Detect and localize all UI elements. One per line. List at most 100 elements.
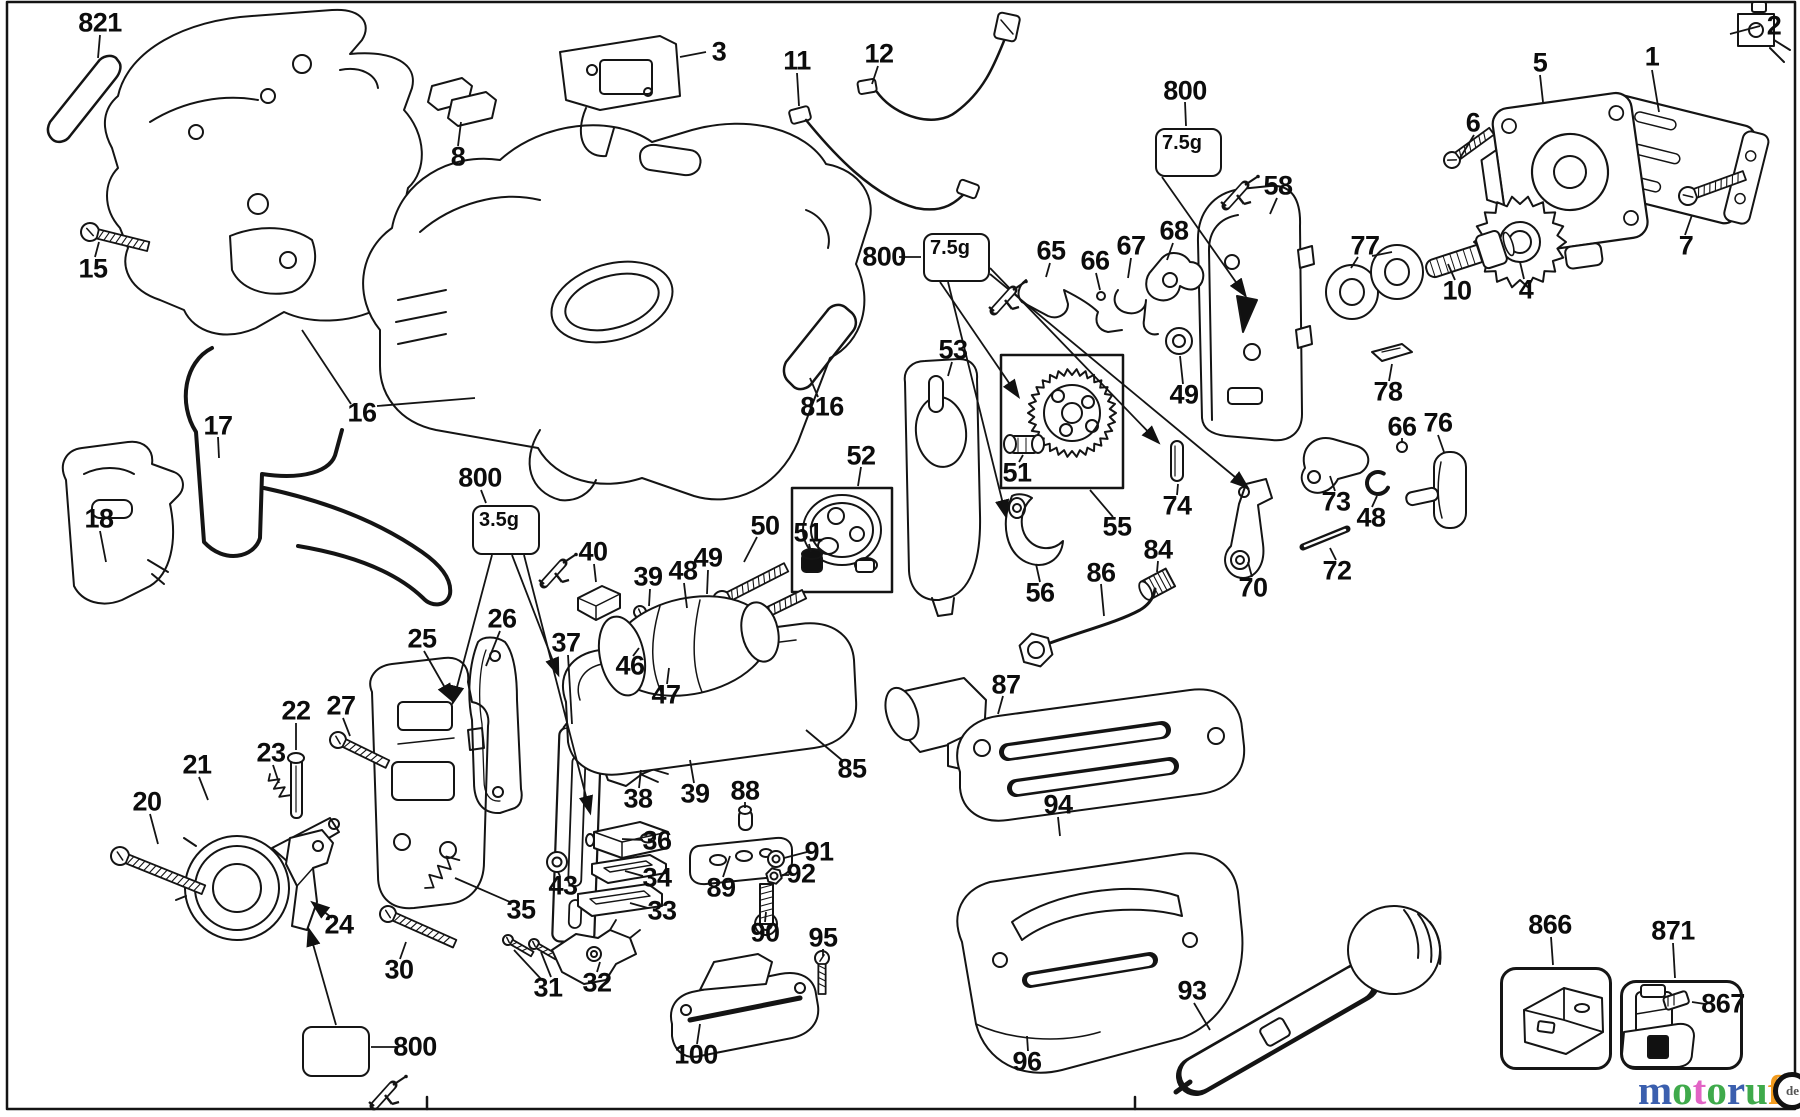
- leader-line: [871, 65, 879, 85]
- part-label-49: 49: [693, 542, 723, 573]
- pin-74: [1170, 440, 1184, 482]
- wire-terminal: [956, 178, 980, 200]
- part-line: [760, 884, 773, 889]
- part-detail: [771, 854, 781, 864]
- holder-detail: [83, 467, 135, 475]
- part-outline: [467, 727, 485, 751]
- grease-amount: 7.5g: [930, 237, 971, 259]
- leader-line: [97, 34, 101, 59]
- leader-line: [342, 717, 351, 737]
- leader-line: [1459, 134, 1475, 159]
- part-label-39: 39: [680, 778, 710, 809]
- leader-line: [679, 51, 707, 58]
- blower-cap-93: [1347, 905, 1441, 995]
- part-detail: [439, 841, 457, 859]
- leader-line: [632, 647, 640, 657]
- cable-86: [1048, 587, 1157, 645]
- part-label-821: 821: [78, 7, 122, 38]
- part-label-65: 65: [1036, 235, 1066, 266]
- bearing-77: [1384, 258, 1410, 286]
- part-label-871: 871: [1651, 915, 1695, 946]
- part-detail: [1574, 1003, 1590, 1013]
- part-label-1: 1: [1644, 41, 1660, 72]
- leader-line: [198, 776, 209, 801]
- part-label-50: 50: [750, 510, 780, 541]
- leader-line: [99, 530, 107, 563]
- lever-65: [1017, 279, 1123, 333]
- washer-91: [767, 850, 785, 868]
- part-detail: [1162, 272, 1178, 288]
- part-detail: [247, 193, 269, 215]
- housing-boss: [229, 227, 317, 295]
- gearcase-detail: [1208, 214, 1239, 421]
- leader-line: [1179, 355, 1184, 385]
- plate-78: [1371, 343, 1413, 362]
- part-detail: [1085, 419, 1099, 433]
- part-label-67: 67: [1116, 230, 1146, 261]
- leader-line: [1519, 261, 1525, 280]
- part-detail: [1012, 503, 1022, 513]
- screw-27: [329, 731, 391, 769]
- leader-line: [783, 851, 808, 859]
- part-detail: [492, 786, 504, 798]
- part-detail: [590, 950, 598, 958]
- watermark-letter: u: [1745, 1067, 1768, 1113]
- part-line: [760, 896, 773, 901]
- leader-line: [1166, 242, 1174, 261]
- part-line: [760, 902, 773, 907]
- e-clip-48: [1365, 470, 1391, 496]
- part-detail: [1059, 423, 1073, 437]
- leader-line: [1018, 454, 1024, 463]
- leader-line: [624, 870, 644, 877]
- part-label-48: 48: [668, 555, 698, 586]
- part-label-15: 15: [78, 253, 108, 284]
- part-label-21: 21: [182, 749, 212, 780]
- grease-part-label-800: 800: [393, 1031, 437, 1062]
- screw-31: [502, 934, 535, 958]
- part-detail: [740, 601, 780, 663]
- grease-point-arrow: [1236, 295, 1258, 333]
- part-label-77: 77: [1350, 230, 1380, 261]
- wire-guard-17: [262, 486, 453, 607]
- part-label-49: 49: [1169, 379, 1199, 410]
- part-detail: [1182, 932, 1198, 948]
- part-label-4: 4: [1518, 274, 1534, 305]
- part-detail: [801, 548, 823, 560]
- housing-detail: [805, 209, 830, 249]
- part-label-20: 20: [132, 786, 162, 817]
- part-detail: [1207, 727, 1225, 745]
- part-label-51: 51: [793, 517, 823, 548]
- part-line: [1381, 347, 1401, 353]
- part-label-53: 53: [938, 334, 968, 365]
- shoe-bridge: [1011, 887, 1183, 941]
- part-label-12: 12: [864, 38, 894, 69]
- wire-11: [804, 118, 970, 211]
- leader-line: [1176, 483, 1179, 496]
- part-detail: [551, 856, 563, 868]
- leader-line: [1447, 263, 1456, 281]
- part-label-73: 73: [1321, 486, 1351, 517]
- leader-line: [743, 536, 758, 563]
- screw-30: [379, 905, 458, 949]
- part-line: [1012, 761, 1174, 794]
- leader-line: [1350, 256, 1359, 269]
- housing-detail: [339, 68, 379, 89]
- part-label-100: 100: [674, 1039, 718, 1070]
- part-label-51: 51: [1002, 457, 1032, 488]
- switch-detail: [599, 59, 653, 95]
- part-label-6: 6: [1465, 107, 1481, 138]
- grease-callout-box: [302, 1026, 408, 1111]
- part-label-16: 16: [347, 397, 377, 428]
- part-label-39: 39: [633, 561, 663, 592]
- part-label-43: 43: [548, 870, 578, 901]
- part-detail: [1051, 389, 1065, 403]
- leader-line: [1550, 936, 1554, 966]
- part-label-3: 3: [711, 36, 727, 67]
- part-detail: [91, 499, 133, 519]
- leader-line: [1247, 561, 1253, 578]
- grease-arrow: [306, 926, 337, 1026]
- leader-line: [1437, 434, 1445, 453]
- leader-line: [696, 1023, 701, 1045]
- leader-line: [629, 902, 649, 909]
